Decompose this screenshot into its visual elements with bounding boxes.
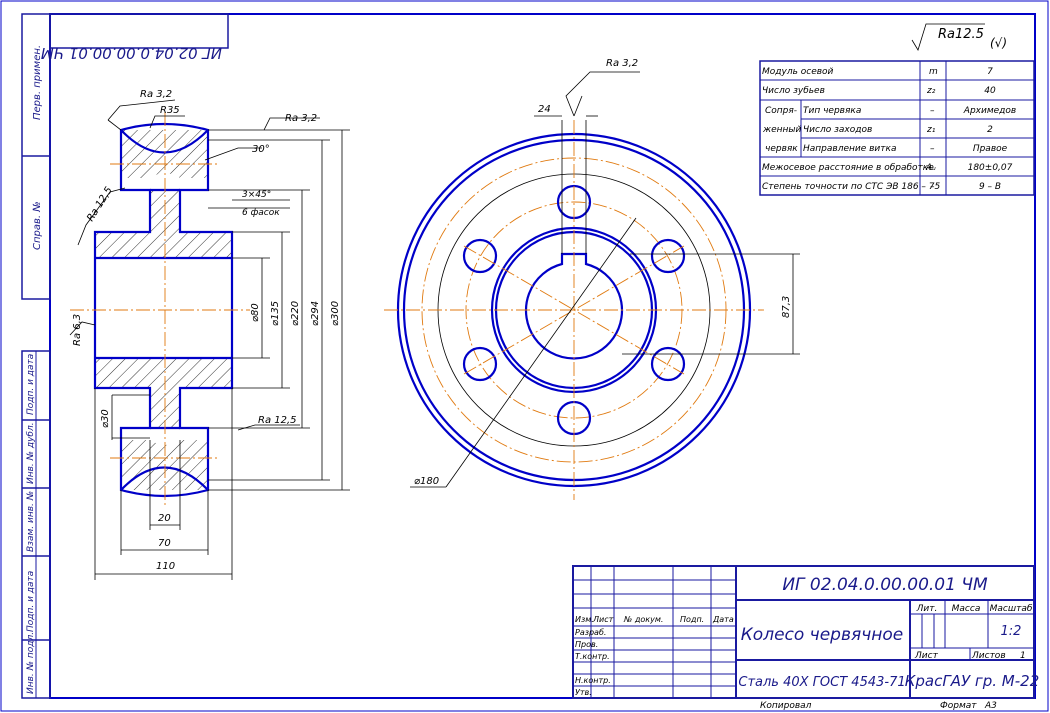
section-rim-bottom xyxy=(121,440,208,490)
mirrored-stamp: ИГ 02.04.0.00.00.01 ЧМ xyxy=(41,13,229,62)
param-sym-direction: – xyxy=(930,144,935,154)
dim-d294: ⌀294 xyxy=(310,301,321,326)
pcd-dim: ⌀180 xyxy=(414,476,439,487)
dim-d300: ⌀300 xyxy=(330,301,341,326)
col-scale: Масштаб xyxy=(990,604,1033,614)
scale-value: 1:2 xyxy=(1001,624,1022,639)
ra-front: Ra 3,2 xyxy=(606,58,638,69)
sheet-label: Лист xyxy=(914,651,939,661)
param-group-2: женный xyxy=(762,125,802,135)
strip-label-sign-date-2: Подп. и дата xyxy=(26,571,36,632)
dim-d80: ⌀80 xyxy=(250,303,261,322)
param-val-center-distance: 180±0,07 xyxy=(968,163,1013,173)
part-name: Колесо червячное xyxy=(741,625,904,645)
ra-section-4: Ra 6,3 xyxy=(72,314,83,346)
dim-d135: ⌀135 xyxy=(270,301,281,326)
general-roughness-suffix: (√) xyxy=(990,36,1007,50)
param-sym-worm-type: – xyxy=(930,106,935,116)
dim-width-70: 70 xyxy=(158,538,171,549)
general-roughness: Ra12.5 (√) xyxy=(911,23,1007,51)
param-label-accuracy: Степень точности по СТС ЭВ 186 – 75 xyxy=(762,182,941,192)
strip-label-first-use: Перв. примен. xyxy=(32,45,43,120)
param-val-module: 7 xyxy=(987,67,993,77)
copied-label: Копировал xyxy=(760,701,812,711)
front-view: 24 Ra 3,2 87,3 ⌀180 xyxy=(384,58,800,500)
strip-label-orig-inv: Инв. № подл. xyxy=(26,632,36,694)
strip-label-dup-inv: Инв. № дубл. xyxy=(26,422,36,484)
rev-head-docno: № докум. xyxy=(623,615,663,624)
strip-label-repl-inv: Взам. инв. № xyxy=(26,491,36,552)
param-group-3: червяк xyxy=(765,144,798,154)
param-group-1: Сопря- xyxy=(765,106,797,116)
chamfer-dim: 3×45° xyxy=(242,190,271,200)
param-val-teeth: 40 xyxy=(984,86,996,96)
role-approved: Утв. xyxy=(575,688,592,697)
left-strip-bottom: Подп. и дата Инв. № дубл. Взам. инв. № П… xyxy=(21,350,51,699)
param-label-direction: Направление витка xyxy=(803,144,896,154)
ra-section-5: Ra 12,5 xyxy=(258,415,297,426)
key-depth: 87,3 xyxy=(781,296,792,318)
role-developed: Разраб. xyxy=(575,628,606,637)
param-label-module: Модуль осевой xyxy=(762,67,834,77)
param-sym-module: m xyxy=(929,67,938,77)
param-val-starts: 2 xyxy=(987,125,993,135)
title-block: ИГ 02.04.0.00.00.01 ЧМ Колесо червячное … xyxy=(572,565,1040,699)
sheets-count: 1 xyxy=(1020,651,1026,661)
param-val-worm-type: Архимедов xyxy=(963,106,1016,116)
mirrored-doc-number: ИГ 02.04.0.00.00.01 ЧМ xyxy=(41,44,222,62)
strip-label-ref-no: Справ. № xyxy=(32,201,43,250)
rev-head-sign: Подп. xyxy=(680,615,704,624)
col-lit: Лит. xyxy=(916,604,938,614)
left-strip-top: Перв. примен. Справ. № xyxy=(21,13,51,300)
format-value: A3 xyxy=(984,701,997,711)
param-sym-teeth: z₂ xyxy=(926,86,936,96)
ra-section-3: Ra 12,5 xyxy=(85,185,115,224)
section-rim-top xyxy=(121,130,208,178)
material: Сталь 40Х ГОСТ 4543-71 xyxy=(738,675,905,690)
dim-d220: ⌀220 xyxy=(290,301,301,326)
ra-section-1: Ra 3,2 xyxy=(140,89,172,100)
strip-label-sign-date-1: Подп. и дата xyxy=(26,354,36,415)
dim-width-110: 110 xyxy=(156,561,175,572)
section-hub-bottom xyxy=(95,358,232,388)
inner-frame xyxy=(49,13,1036,699)
param-val-direction: Правое xyxy=(973,144,1008,154)
sheets-label: Листов xyxy=(971,651,1006,661)
role-checked: Пров. xyxy=(575,640,598,649)
rev-head-sheet: Лист xyxy=(592,615,614,624)
organization: КрасГАУ гр. М-22 xyxy=(905,672,1040,690)
role-tech-control: Т.контр. xyxy=(575,652,610,661)
col-mass: Масса xyxy=(952,604,981,614)
param-label-center-distance: Межосевое расстояние в обработке xyxy=(762,163,934,173)
parameters-table: Модуль осевой m 7 Число зубьев z₂ 40 Соп… xyxy=(759,60,1035,196)
dim-d30: ⌀30 xyxy=(100,409,111,428)
param-sym-center-distance: Aᵤ xyxy=(925,163,936,173)
param-label-starts: Число заходов xyxy=(803,125,872,135)
param-label-worm-type: Тип червяка xyxy=(803,106,861,116)
ra-section-2: Ra 3,2 xyxy=(285,113,317,124)
angle-30: 30° xyxy=(252,144,270,155)
param-sym-starts: z₁ xyxy=(926,125,936,135)
format-label: Формат xyxy=(940,701,977,711)
rev-head-date: Дата xyxy=(712,615,734,624)
param-label-teeth: Число зубьев xyxy=(762,86,825,96)
param-sym-accuracy: – xyxy=(930,182,935,192)
ra-section-r35: R35 xyxy=(160,105,180,116)
doc-number: ИГ 02.04.0.00.00.01 ЧМ xyxy=(782,575,988,595)
param-val-accuracy: 9 – B xyxy=(979,182,1001,192)
rev-head-change: Изм. xyxy=(575,615,594,624)
role-norm-control: Н.контр. xyxy=(575,676,611,685)
chamfer-note: 6 фасок xyxy=(242,208,280,218)
keyway-width: 24 xyxy=(538,104,551,115)
general-roughness-value: Ra12.5 xyxy=(938,27,984,42)
section-hub-top xyxy=(95,232,232,258)
dim-width-20: 20 xyxy=(158,513,171,524)
section-view: ⌀80 ⌀135 ⌀220 ⌀294 ⌀300 ⌀30 20 70 110 Ra… xyxy=(69,89,350,580)
